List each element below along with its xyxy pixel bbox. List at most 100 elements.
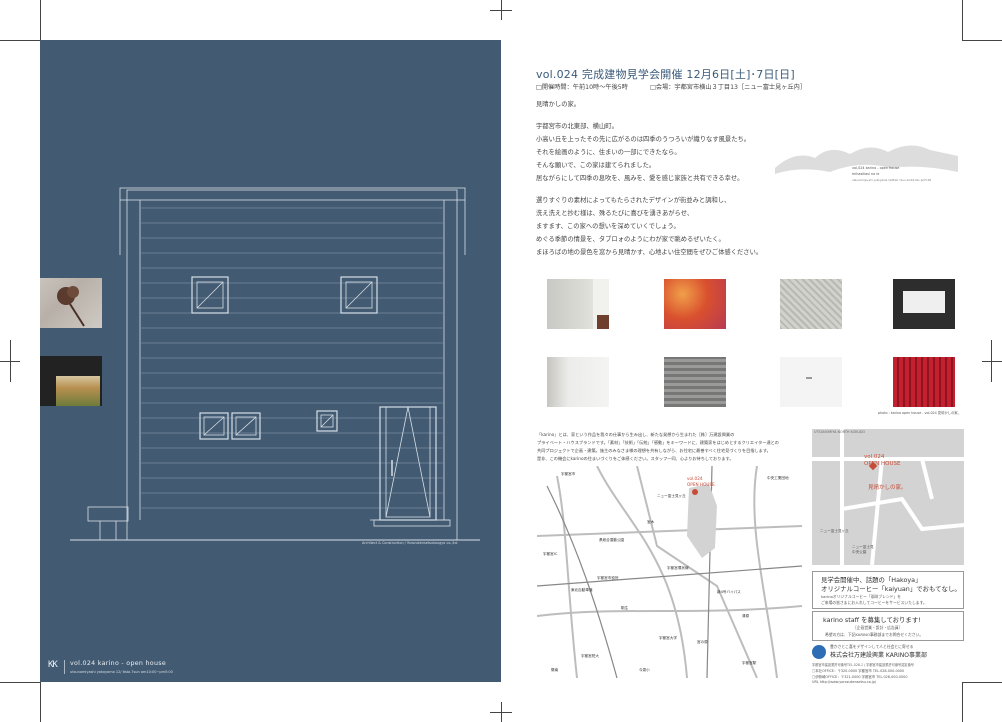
- body-line: そんな願いで、この家は建てられました。: [536, 162, 656, 169]
- sketch-caption-1: vol.024 karino - open house: [852, 166, 900, 170]
- event-hours: □開催時間：午前10時～午後5時: [536, 84, 628, 91]
- crop-mark: [490, 712, 512, 713]
- coffee-notice-line: オリジナルコーヒー「kaiyuan」でおもてなし。: [821, 585, 961, 593]
- architect-credit: Architect & Construction / Yorozukensets…: [362, 541, 458, 545]
- landscape-sketch: [770, 138, 960, 178]
- small-map-label: ニュー富士見 中央公園: [852, 545, 874, 554]
- house-elevation-drawing: [70, 187, 480, 541]
- photo-autumn-leaves: [664, 279, 726, 329]
- sketch-caption-3: utsunomiya-shi yokoyama 12/6sto 7sun am1…: [852, 178, 932, 182]
- map-vol: vol.024: [687, 476, 703, 481]
- brand-logo: KK: [48, 660, 58, 670]
- detail-map: UTSUNOMIYA NORTH KOKUDO vol.024 OPEN HOU…: [812, 429, 965, 566]
- map-label: 清原: [742, 614, 750, 618]
- photo-balcony: [893, 279, 955, 329]
- cover-panel: Architect & Construction / Yorozukensets…: [40, 40, 501, 682]
- crop-mark: [10, 340, 11, 382]
- side-photo-window-view: [40, 356, 102, 406]
- event-venue: □会場：宇都宮市横山３丁目13［ニュー富士見ヶ丘内］: [650, 84, 807, 91]
- body-line: 選りすぐりの素材によってもたらされたデザインが街並みと調和し、: [536, 197, 731, 204]
- company-tagline: 豊かさとこ喜をデザインして人と社会とに寄せる: [830, 644, 914, 649]
- footer-title: vol.024 karino - open house: [70, 660, 167, 667]
- flower-silhouette-icon: [57, 286, 85, 327]
- street-map: [812, 429, 965, 566]
- photo-interior: [547, 357, 609, 407]
- company-url[interactable]: URL http://www.yorozukensetsu.co.jp/: [812, 680, 877, 684]
- crop-mark: [962, 0, 963, 40]
- small-map-name: 見晴かしの家。: [868, 485, 907, 491]
- map-label: 新4号バイパス: [717, 590, 741, 594]
- small-map-header: UTSUNOMIYA NORTH KOKUDO: [814, 430, 866, 434]
- map-label: 今泉小: [639, 668, 650, 672]
- body-line: 宇都宮市の北東部、横山町。: [536, 123, 618, 130]
- crop-mark: [962, 682, 963, 722]
- company-office: □本社OFFICE：〒320-0000 宇都宮市 TEL.028-000-000…: [812, 669, 905, 673]
- map-label: 宮の原: [697, 640, 708, 644]
- map-label: 宇都宮大学: [659, 636, 677, 640]
- photo-red-louver: [893, 357, 955, 407]
- crop-mark: [40, 682, 41, 722]
- crop-mark: [962, 40, 1002, 41]
- map-label: 宇都宮駅: [742, 661, 757, 665]
- photo-texture: [780, 279, 842, 329]
- photo-brick: [664, 357, 726, 407]
- footer-divider: [64, 660, 65, 674]
- crop-mark: [490, 10, 512, 11]
- map-label: 宇都宮市: [561, 472, 576, 476]
- intro-line: 是非、この機会にkarinoの住まいづくりをご体感ください。スタッフ一同、心より…: [537, 456, 734, 461]
- coffee-notice: 見学会開催中、話題の「Hakoya」 オリジナルコーヒー「kaiyuan」でおも…: [812, 571, 964, 609]
- coffee-notice-line: 見学会開催中、話題の「Hakoya」: [821, 576, 922, 584]
- small-map-label: ニュー富士見ヶ丘: [820, 529, 849, 533]
- body-line: 居ながらにして四季の息吹を、風みを、愛を感じ家族と共有できる幸せ。: [536, 175, 744, 182]
- map-label: 宇都宮短大: [581, 654, 599, 658]
- small-map-vol: vol.024: [864, 454, 885, 460]
- area-map: vol.024 OPEN HOUSE 宇都宮市 宇都宮市役所 ニュー富士見ヶ丘 …: [536, 465, 803, 679]
- staff-notice: karino staff を募集しております! ［企画営業・設計・広告員］ 希望…: [812, 611, 964, 641]
- intro-line: 共同プロジェクトで企画・建築。施主のみなさま様の理想を共有しながら、お住宅に最善…: [537, 448, 771, 453]
- staff-notice-line: 希望の方は、下記KARINO事務部までお問合せください。: [825, 632, 924, 637]
- page-title: vol.024 完成建物見学会開催 12月6日[土]･7日[日]: [536, 68, 795, 81]
- crop-mark: [0, 40, 40, 41]
- body-line: 小高い丘を上ったその先に広がるのは四季のうつろいが織りなす風景たち。: [536, 136, 751, 143]
- company-address: 宇都宮市建設業許可番号TEL.028-1 / 宇都宮市建設業許可番号認定番号: [812, 663, 914, 667]
- map-label: ニュー富士見ヶ丘: [657, 494, 686, 498]
- map-label: 宇都宮市役所: [597, 576, 619, 580]
- staff-notice-line: ［企画営業・設計・広告員］: [853, 625, 903, 630]
- crop-mark: [0, 682, 40, 683]
- company-name: 株式会社万建設興業 KARINO事業部: [830, 652, 927, 659]
- crop-mark: [982, 361, 1002, 362]
- crop-mark: [991, 340, 992, 382]
- body-line: 洗え洗えと抄む様は、殊るたびに喜びを湧きあがらせ、: [536, 210, 694, 217]
- crop-mark: [40, 0, 41, 40]
- road-map: [536, 465, 803, 679]
- body-line: ますます、この家への想いを深めていくでしょう。: [536, 223, 680, 230]
- map-label: 県総合運動公園: [599, 538, 625, 542]
- body-line: 見晴かしの家。: [536, 101, 581, 108]
- footer-subtitle: utsunomiyashi yokoyama 12/ 6sto.7sun am1…: [70, 670, 173, 674]
- map-open-house: OPEN HOUSE: [687, 482, 715, 487]
- staff-notice-line: karino staff を募集しております!: [823, 616, 921, 624]
- small-map-open-house: OPEN HOUSE: [864, 461, 901, 467]
- map-label: 駒生: [621, 606, 629, 610]
- sketch-caption-2: mihasikasi no ie: [852, 172, 880, 176]
- map-label: 中央工業団地: [767, 476, 789, 480]
- hill-sketch-icon: [775, 145, 958, 174]
- house-location-icon: [692, 489, 698, 495]
- map-label: 宝木: [647, 520, 655, 524]
- coffee-notice-line: ご来場の皆さまにお入れしてコーヒーをサービスいたします。: [821, 600, 927, 605]
- photo-stone-wall: [547, 279, 609, 329]
- photo-white-wall: [780, 357, 842, 407]
- side-photo-flower: [40, 278, 102, 328]
- intro-line: 「karino」とは、家という作品を我々の仕事から生み出し、新たな発想から生まれ…: [537, 432, 735, 437]
- map-label: 陽南: [551, 668, 559, 672]
- company-office: □伊勢崎OFFICE：〒321-0000 宇都宮市 TEL.028-000-00…: [812, 675, 908, 679]
- crop-mark: [962, 682, 1002, 683]
- photo-credit: photo : karino open house - vol.024 見晴かし…: [878, 411, 961, 415]
- map-label: 東北自動車道: [571, 588, 593, 592]
- body-line: まほろばの地の景色を窓から見晴かす、心地よい住空間をぜひご体感ください。: [536, 249, 763, 256]
- coffee-notice-line: karinoオリジナルコーヒー「珈琲ブレンド」を: [821, 594, 902, 599]
- map-label: 宇都宮環状線: [667, 566, 689, 570]
- map-label: 宇都宮IC: [543, 552, 558, 556]
- company-logo-icon: [812, 645, 826, 659]
- body-line: めぐる季節の情景を、タブロォのようにわが家で眺めるぜいたく。: [536, 236, 725, 243]
